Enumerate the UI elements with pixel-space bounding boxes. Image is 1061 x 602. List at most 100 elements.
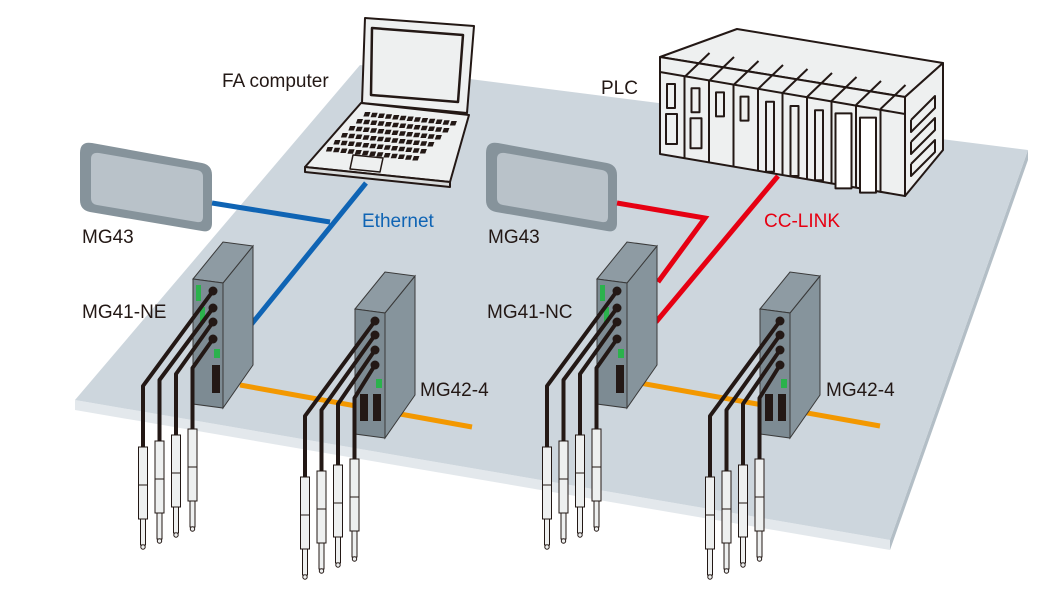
key [419,149,427,154]
probe-body [705,476,715,550]
probe-spindle [756,530,763,558]
probe-cable [578,320,619,435]
key [354,142,363,147]
key [369,143,377,149]
gauge-probe [591,428,602,532]
key [355,119,363,124]
cable-port [208,334,218,344]
probe-tip [318,568,325,574]
probe-spindle [189,500,196,528]
key [384,137,392,142]
plc-led-panel [666,83,676,109]
key [427,126,436,131]
gauge-probe [316,470,327,574]
key [390,146,399,151]
probe-cable [741,348,782,465]
cable-port [775,345,785,355]
connector [212,365,220,393]
probe-cable [594,337,619,429]
plc-terminal [689,117,703,150]
key [449,121,457,126]
key [391,122,400,128]
cable-port [208,317,218,327]
gauge-probe [738,464,748,568]
label-plc: PLC [601,78,638,99]
status-led [214,349,220,358]
key [427,142,435,147]
label-mg41-nc: MG41-NC [487,302,573,323]
key [376,144,384,149]
probe-cable [561,306,619,441]
probe-cable [545,289,619,447]
connector [778,394,786,421]
key [412,156,420,161]
mg42-4-module-left [300,271,416,580]
status-led [600,285,605,301]
probe-tip [723,568,730,574]
probe-tip [173,532,179,538]
probe-spindle [335,536,341,564]
probe-cable [190,337,215,429]
key [399,115,407,121]
key [420,133,428,138]
key [362,143,370,148]
cable-port [612,317,622,327]
probe-body [754,458,765,532]
gauge-probe [721,470,732,574]
cable-port [370,330,380,340]
plc-rack [659,28,944,197]
plc-slot-divider [708,56,735,82]
label-mg43-left: MG43 [82,227,134,248]
connector [360,394,368,421]
cc-link-cable-mg43 [616,200,710,284]
cable-port [370,316,380,326]
status-led [200,307,205,323]
cable-port [775,330,785,340]
ethernet-cable-main [248,181,368,328]
key [399,123,407,128]
plc-slot-divider [732,60,760,86]
key [376,152,384,157]
probe-spindle [740,536,746,564]
probe-tip [544,544,550,550]
key [397,154,405,159]
probe-cable [157,306,215,441]
cable-port [612,334,622,344]
gauge-probe [333,464,343,568]
key [369,136,377,141]
probe-body [154,440,165,514]
key [442,128,450,133]
key [405,155,413,160]
key [428,118,436,124]
key [406,124,414,129]
plc-led-panel [715,91,725,118]
key [370,112,378,118]
key [435,127,443,132]
key [340,140,348,146]
cc-link-cable-main [654,174,780,324]
status-led [604,307,609,323]
key [398,131,406,136]
key [434,135,442,140]
connector [616,365,624,393]
plc-slot-window [765,100,775,173]
key [376,136,385,142]
probe-body [575,434,585,508]
key [383,153,391,158]
probe-body [738,464,748,538]
gauge-probe [705,476,715,580]
plc-slot-divider [855,80,882,106]
cable-port [208,303,218,313]
probe-tip [156,538,163,544]
plc-slot-window [859,116,877,194]
probe-spindle [173,506,179,534]
probe-spindle [140,518,146,546]
key [377,129,385,134]
mg43-panel-right [486,142,617,232]
probe-cable [724,333,782,471]
key [377,121,385,126]
key [413,125,421,130]
probe-tip [707,574,713,580]
gauge-probe [754,458,765,562]
